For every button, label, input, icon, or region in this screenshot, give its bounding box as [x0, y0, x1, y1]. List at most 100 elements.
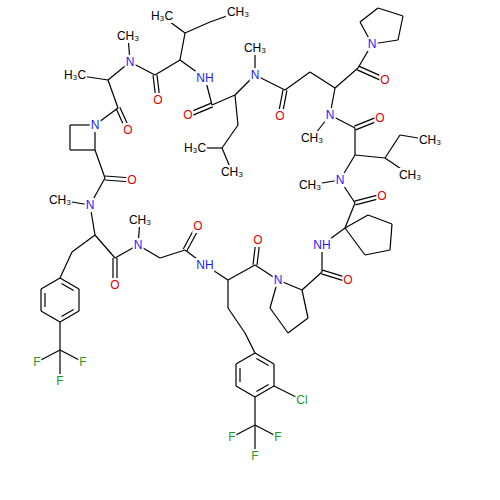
bond-line — [78, 289, 79, 311]
atom-label: CH₃ — [116, 29, 140, 43]
atom-label: CH₃ — [226, 5, 250, 19]
atom-label: O — [126, 173, 137, 187]
atom-label: NH — [195, 71, 214, 85]
bond-line — [61, 310, 73, 317]
bond-line — [60, 311, 79, 322]
bond-line — [345, 228, 365, 255]
bond-line — [222, 125, 238, 148]
bond-line — [95, 150, 105, 178]
atom-label: F — [227, 430, 236, 444]
atom-label: N — [367, 37, 378, 51]
bond-line — [41, 278, 60, 289]
atom-label: N — [335, 173, 346, 187]
atom-label: H₃C — [183, 141, 207, 155]
atom-label: O — [152, 93, 163, 107]
atom-label: CH₃ — [298, 178, 322, 192]
atom-label: CH₃ — [128, 213, 152, 227]
bond-line — [60, 278, 79, 289]
bond-line — [235, 364, 236, 386]
atom-label: CH₃ — [418, 133, 442, 147]
bond-line — [60, 252, 72, 278]
atom-label: O — [342, 273, 353, 287]
atom-label: N — [325, 108, 336, 122]
bond-line — [335, 68, 358, 88]
atom-label: NH — [195, 258, 214, 272]
bond-line — [239, 368, 240, 382]
atom-label: F — [55, 374, 64, 388]
bond-line — [70, 149, 95, 150]
bond-line — [285, 72, 310, 90]
atom-label: N — [90, 118, 101, 132]
bond-line — [44, 293, 45, 307]
bond-line — [41, 311, 60, 322]
bond-line — [155, 60, 180, 75]
bond-line — [365, 250, 390, 255]
bond-line — [390, 224, 392, 250]
atom-label: O — [376, 189, 387, 203]
bond-line — [61, 283, 73, 290]
bond-line — [69, 125, 70, 150]
atom-label: F — [273, 430, 282, 444]
atom-label: N — [125, 55, 136, 69]
bond-line — [108, 80, 118, 108]
atom-label: O — [252, 233, 263, 247]
bond-line — [160, 250, 185, 258]
atom-label: N — [133, 238, 144, 252]
bond-line — [345, 215, 368, 228]
bond-line — [245, 333, 255, 353]
bond-line — [385, 135, 400, 158]
atom-label: NH — [312, 238, 331, 252]
bond-line — [310, 72, 335, 88]
atom-label: H₃C — [63, 68, 87, 82]
bond-line — [355, 155, 385, 158]
atom-label: F — [250, 449, 259, 463]
bond-line — [270, 308, 288, 333]
bond-line — [378, 8, 403, 16]
bond-line — [255, 386, 274, 397]
atom-label: O — [274, 109, 285, 123]
atom-label: CH₃ — [243, 41, 267, 55]
bond-line — [288, 318, 308, 333]
atom-label: H₃C — [150, 9, 174, 23]
bond-line — [256, 385, 268, 392]
bond-line — [255, 353, 274, 364]
bond-line — [212, 95, 235, 105]
bond-line — [360, 8, 378, 22]
atom-label: CH₃ — [300, 131, 324, 145]
bond-line — [180, 33, 185, 60]
atom-label: O — [122, 123, 133, 137]
bond-line — [235, 95, 238, 125]
bond-line — [256, 358, 268, 365]
atom-label: CH₃ — [398, 168, 422, 182]
atom-label: O — [182, 108, 193, 122]
atom-label: CH₃ — [48, 193, 72, 207]
bond-line — [95, 235, 115, 258]
bond-line — [228, 308, 245, 333]
bond-line — [273, 364, 274, 386]
atom-label: Cl — [295, 393, 308, 407]
bond-line — [72, 235, 95, 252]
bond-line — [236, 386, 255, 397]
bond-line — [368, 215, 392, 224]
atom-label: O — [192, 219, 203, 233]
atom-label: O — [109, 278, 120, 292]
bond-line — [185, 22, 210, 33]
bond-line — [302, 272, 322, 290]
atom-label: F — [32, 355, 41, 369]
bond-line — [398, 16, 403, 40]
bond-line — [354, 128, 355, 155]
atom-label: N — [273, 273, 284, 287]
atom-label: F — [78, 355, 87, 369]
atom-label: N — [250, 68, 261, 82]
bond-line — [59, 322, 60, 350]
atom-label: CH₃ — [220, 165, 244, 179]
bond-line — [227, 280, 228, 308]
atom-label: O — [379, 73, 390, 87]
bond-line — [236, 353, 255, 364]
bond-line — [302, 290, 308, 318]
bond-line — [345, 203, 355, 228]
bond-line — [40, 289, 41, 311]
bond-line — [254, 397, 255, 425]
bond-line — [228, 265, 255, 280]
